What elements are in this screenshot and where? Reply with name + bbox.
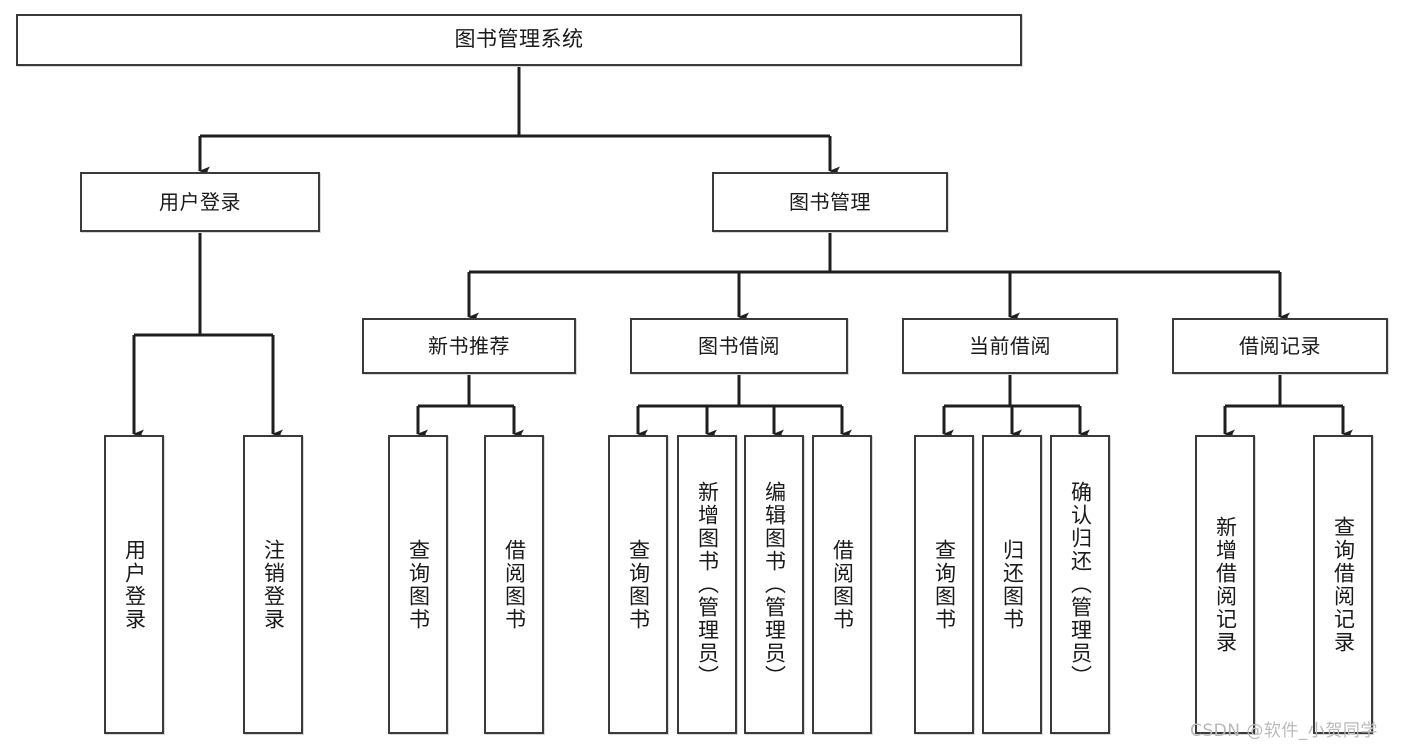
- connector-group: [132, 66, 1353, 439]
- node-label: 新增图书（管理员）: [695, 481, 720, 688]
- node-leaf-cb-return[interactable]: 归还图书: [982, 435, 1042, 734]
- node-leaf-cb-query[interactable]: 查询图书: [914, 435, 974, 734]
- node-label: 用户登录: [122, 538, 147, 631]
- node-l3-borrow[interactable]: 图书借阅: [630, 318, 848, 374]
- node-label: 图书管理系统: [454, 27, 584, 52]
- node-label: 新书推荐: [428, 333, 510, 358]
- node-label: 借阅记录: [1239, 333, 1321, 358]
- node-label: 借阅图书: [502, 538, 527, 631]
- node-label: 查询图书: [406, 538, 431, 631]
- node-leaf-user-login[interactable]: 用户登录: [104, 435, 164, 734]
- node-label: 归还图书: [1000, 538, 1025, 631]
- node-label: 图书借阅: [698, 333, 780, 358]
- node-label: 注销登录: [261, 538, 286, 631]
- node-leaf-user-logout[interactable]: 注销登录: [243, 435, 303, 734]
- node-l3-record[interactable]: 借阅记录: [1172, 318, 1388, 374]
- node-label: 新增借阅记录: [1213, 515, 1238, 654]
- node-leaf-rec-query[interactable]: 查询借阅记录: [1313, 435, 1373, 734]
- node-leaf-nb-borrow[interactable]: 借阅图书: [484, 435, 544, 734]
- node-label: 查询借阅记录: [1331, 515, 1356, 654]
- node-label: 图书管理: [789, 189, 871, 214]
- node-leaf-nb-query[interactable]: 查询图书: [388, 435, 448, 734]
- node-label: 编辑图书（管理员）: [762, 481, 787, 688]
- node-label: 查询图书: [626, 538, 651, 631]
- node-label: 用户登录: [159, 189, 241, 214]
- node-l3-current[interactable]: 当前借阅: [902, 318, 1118, 374]
- node-label: 查询图书: [932, 538, 957, 631]
- node-label: 确认归还（管理员）: [1068, 481, 1093, 688]
- node-leaf-bb-query[interactable]: 查询图书: [608, 435, 668, 734]
- node-leaf-bb-borrow[interactable]: 借阅图书: [812, 435, 872, 734]
- node-leaf-bb-add[interactable]: 新增图书（管理员）: [677, 435, 737, 734]
- node-leaf-bb-edit[interactable]: 编辑图书（管理员）: [744, 435, 804, 734]
- node-l2-book-manage[interactable]: 图书管理: [712, 172, 948, 232]
- node-l2-user-login[interactable]: 用户登录: [80, 172, 320, 232]
- node-leaf-rec-add[interactable]: 新增借阅记录: [1195, 435, 1255, 734]
- node-label: 当前借阅: [969, 333, 1051, 358]
- node-l3-new-book[interactable]: 新书推荐: [362, 318, 576, 374]
- node-label: 借阅图书: [830, 538, 855, 631]
- node-root[interactable]: 图书管理系统: [16, 14, 1022, 66]
- node-leaf-cb-confirm[interactable]: 确认归还（管理员）: [1050, 435, 1110, 734]
